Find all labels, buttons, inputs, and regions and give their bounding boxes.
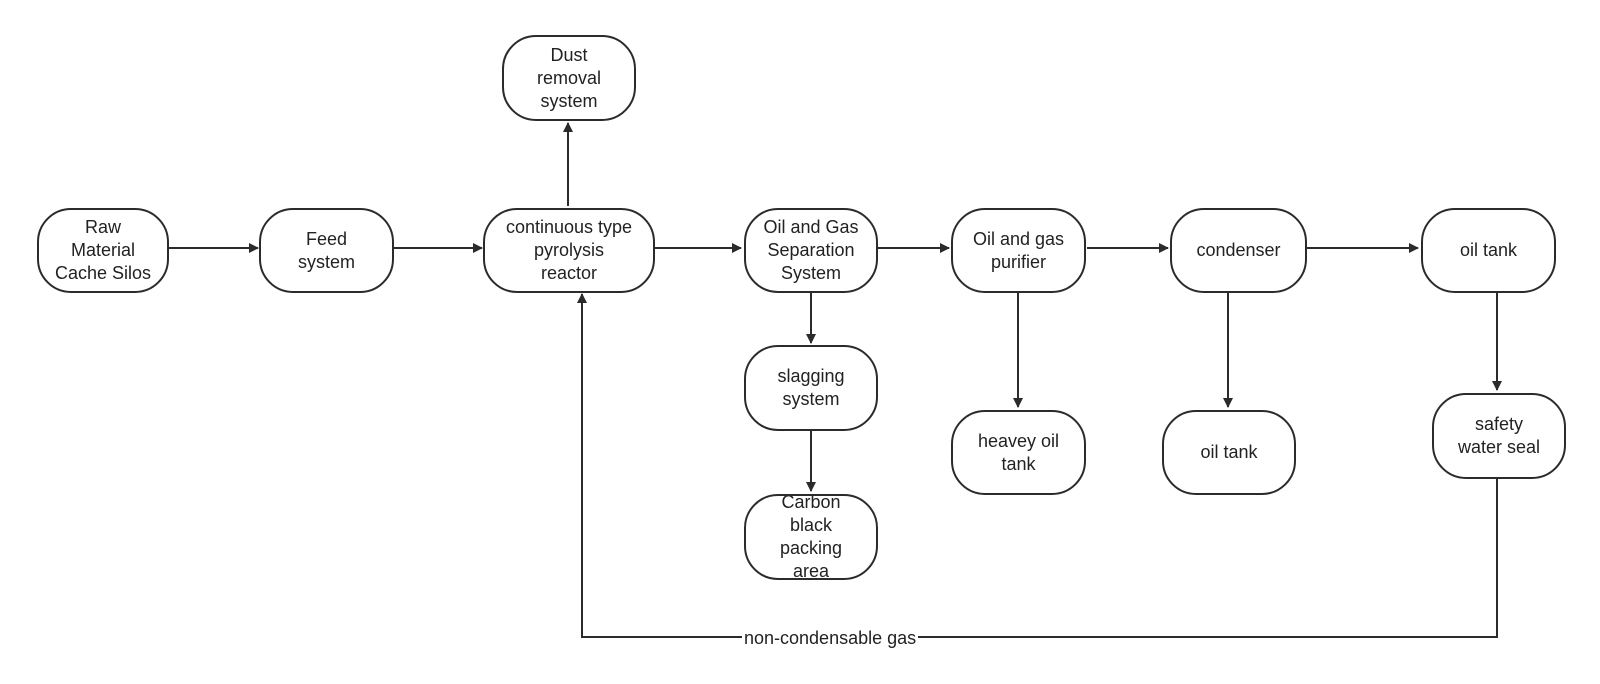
node-pyrolysis-reactor[interactable]: continuous type pyrolysis reactor: [483, 208, 655, 293]
node-label: slagging system: [777, 366, 845, 409]
node-label: Raw Material Cache Silos: [54, 217, 152, 283]
node-slagging-system[interactable]: slagging system: [744, 345, 878, 431]
node-label: heavey oil tank: [977, 430, 1060, 474]
node-feed-system[interactable]: Feed system: [259, 208, 394, 293]
node-label: Oil and gas purifier: [972, 228, 1065, 272]
node-label: oil tank: [1459, 240, 1518, 260]
node-oil-gas-purifier[interactable]: Oil and gas purifier: [951, 208, 1086, 293]
arrow-gas-return: [577, 293, 1498, 638]
node-carbon-black-packing[interactable]: Carbon black packing area: [744, 494, 878, 580]
node-label: oil tank: [1200, 442, 1258, 462]
node-raw-material-silos[interactable]: Raw Material Cache Silos: [37, 208, 169, 293]
node-label: continuous type pyrolysis reactor: [505, 217, 633, 283]
node-oil-gas-separation[interactable]: Oil and Gas Separation System: [744, 208, 878, 293]
node-label: Feed system: [297, 228, 355, 272]
node-heavy-oil-tank[interactable]: heavey oil tank: [951, 410, 1086, 495]
node-condenser[interactable]: condenser: [1170, 208, 1307, 293]
node-oil-tank[interactable]: oil tank: [1421, 208, 1556, 293]
edge-label-non-condensable-gas: non-condensable gas: [742, 627, 919, 649]
node-label: Dust removal system: [536, 44, 602, 111]
node-condenser-oil-tank[interactable]: oil tank: [1162, 410, 1296, 495]
node-label: condenser: [1196, 240, 1281, 260]
node-label: Oil and Gas Separation System: [763, 217, 859, 283]
node-label: Carbon black packing area: [779, 494, 843, 580]
node-safety-water-seal[interactable]: safety water seal: [1432, 393, 1566, 479]
node-dust-removal[interactable]: Dust removal system: [502, 35, 636, 121]
node-label: safety water seal: [1457, 414, 1541, 457]
